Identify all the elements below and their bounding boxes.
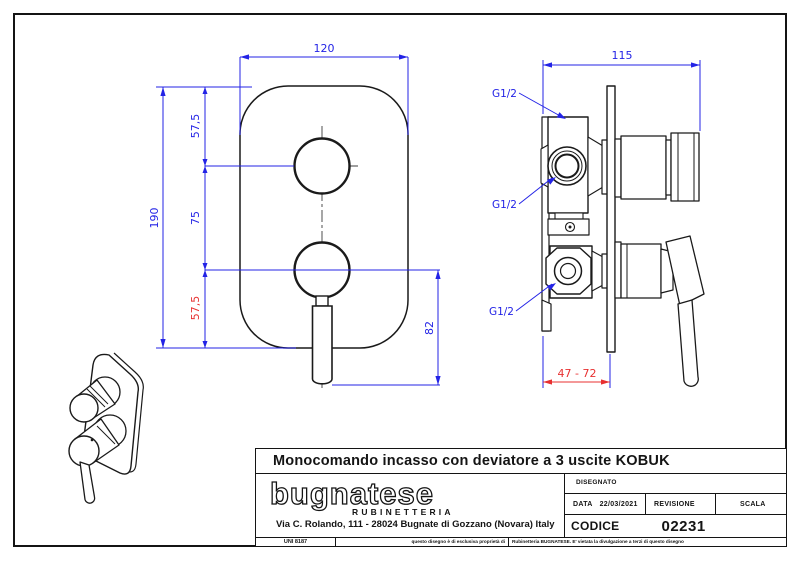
dim-width-label: 120: [314, 42, 335, 55]
codice-cell: CODICE 02231: [565, 515, 786, 537]
side-mixer-wing: [587, 136, 604, 197]
data-value: 22/03/2021: [599, 501, 638, 508]
data-label: DATA: [573, 501, 593, 508]
disclaimer-left: questo disegno è di esclusiva proprietà …: [336, 538, 509, 546]
dim-top-offset-label: 57,5: [189, 114, 202, 139]
side-lever-shaft: [677, 299, 699, 387]
side-lever-hub: [665, 235, 705, 307]
codice-value: 02231: [661, 517, 706, 535]
standard-ref: UNI 8187: [256, 538, 336, 546]
drawing-title: Monocomando incasso con deviatore a 3 us…: [256, 449, 786, 474]
iso-lever: [79, 461, 96, 504]
disclaimer-right: Rubinetteria BUGNATESE. E' vietata la di…: [512, 539, 684, 544]
dim-depth-label: 115: [612, 49, 633, 62]
side-diverter-ring-inner: [559, 262, 577, 280]
side-diverter-wing: [591, 250, 604, 292]
side-mount-foot: [541, 299, 552, 332]
side-port-ring-inner: [554, 153, 580, 179]
front-view: 120 190 57,5 75 57,5 82: [148, 42, 441, 388]
disegnato-cell: DISEGNATO: [565, 474, 786, 494]
dim-height-label: 190: [148, 208, 161, 229]
data-cell: DATA 22/03/2021: [565, 494, 646, 514]
front-knob-top: [293, 137, 351, 195]
title-block-mid-row: DATA 22/03/2021 REVISIONE SCALA: [565, 494, 786, 515]
codice-label: CODICE: [571, 519, 620, 533]
revisione-cell: REVISIONE: [646, 494, 716, 514]
side-dim-arrows: [543, 62, 700, 291]
dim-lever-length-label: 82: [423, 321, 436, 335]
side-plate: [606, 85, 616, 353]
title-block-bottom-strip: UNI 8187 questo disegno è di esclusiva p…: [256, 537, 786, 546]
side-range-dim-lines: [542, 336, 611, 388]
port-label-mid: G1/2: [492, 199, 517, 211]
brand-logo: bugnatese: [269, 476, 434, 512]
front-lever-shaft: [311, 305, 333, 385]
front-lever-neck: [315, 295, 329, 307]
side-knob-cylinder: [620, 135, 667, 200]
iso-knob-top-face: [69, 393, 99, 423]
front-dim-arrows: [160, 54, 441, 385]
brand-address: Via C. Rolando, 111 - 28024 Bugnate di G…: [276, 519, 555, 530]
title-block-brand-cell: bugnatese RUBINETTERIA Via C. Rolando, 1…: [256, 474, 565, 537]
port-label-bottom: G1/2: [489, 306, 514, 318]
front-dim-lines: [156, 56, 440, 386]
side-knob-ring2: [665, 139, 672, 196]
side-knob-ring1: [614, 138, 622, 198]
isometric-view: [68, 352, 144, 504]
brand-subtitle: RUBINETTERIA: [352, 507, 454, 517]
dim-bottom-offset-label: 57,5: [189, 296, 202, 321]
dim-center-distance-label: 75: [189, 211, 202, 225]
title-block: Monocomando incasso con deviatore a 3 us…: [255, 448, 787, 547]
side-dim-lines: [515, 60, 701, 312]
side-knob-cap: [670, 132, 700, 202]
iso-knob-bottom-face: [68, 435, 100, 467]
dim-install-range-label: 47 - 72: [558, 367, 597, 380]
iso-screw-dot: [90, 438, 94, 442]
side-flange-step: [554, 212, 584, 220]
side-mixer-tab: [540, 144, 549, 188]
side-screw-dot: [568, 225, 572, 229]
scala-cell: SCALA: [740, 501, 766, 508]
brand-logo-text: bugnatese: [270, 476, 434, 511]
side-lever-ring: [614, 241, 622, 299]
side-view: 115 G1/2 G1/2 G1/2 47 - 72: [489, 49, 705, 388]
port-label-top: G1/2: [492, 88, 517, 100]
